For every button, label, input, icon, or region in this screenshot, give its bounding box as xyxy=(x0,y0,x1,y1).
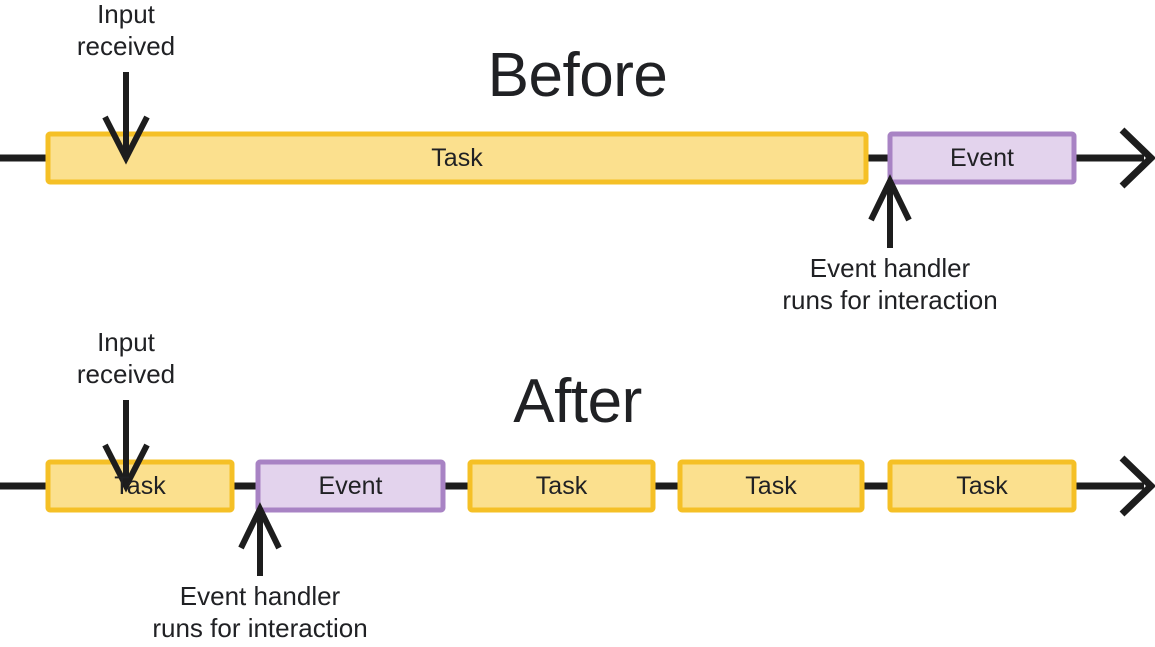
after-task-label-3: Task xyxy=(745,472,797,500)
before-handler-arrow-icon xyxy=(868,174,912,248)
before-event-handler-label: Event handler runs for interaction xyxy=(782,253,998,315)
after-event-block xyxy=(255,459,446,513)
after-handler-arrow-icon xyxy=(238,502,282,576)
before-event-label: Event xyxy=(950,144,1014,172)
after-input-arrow-icon xyxy=(102,400,150,493)
after-task-label-4: Task xyxy=(956,472,1008,500)
before-input-received-label: Input received xyxy=(76,0,176,61)
before-timeline-axis xyxy=(0,127,1155,189)
after-event-handler-label: Event handler runs for interaction xyxy=(152,581,368,643)
after-task-block-2 xyxy=(467,459,656,513)
after-event-label: Event xyxy=(318,472,383,500)
section-title-before: Before xyxy=(487,41,668,110)
after-timeline-axis xyxy=(0,455,1155,517)
after-input-received-label: Input received xyxy=(76,327,176,389)
before-event-block xyxy=(887,131,1077,185)
after-task-label-1: Task xyxy=(114,472,166,500)
after-task-label-2: Task xyxy=(535,472,588,500)
after-task-block-4 xyxy=(887,459,1077,513)
section-title-after: After xyxy=(513,367,642,436)
before-input-arrow-icon xyxy=(102,72,150,165)
before-task-block xyxy=(45,131,869,185)
after-task-block-3 xyxy=(677,459,865,513)
before-task-label: Task xyxy=(431,144,483,172)
